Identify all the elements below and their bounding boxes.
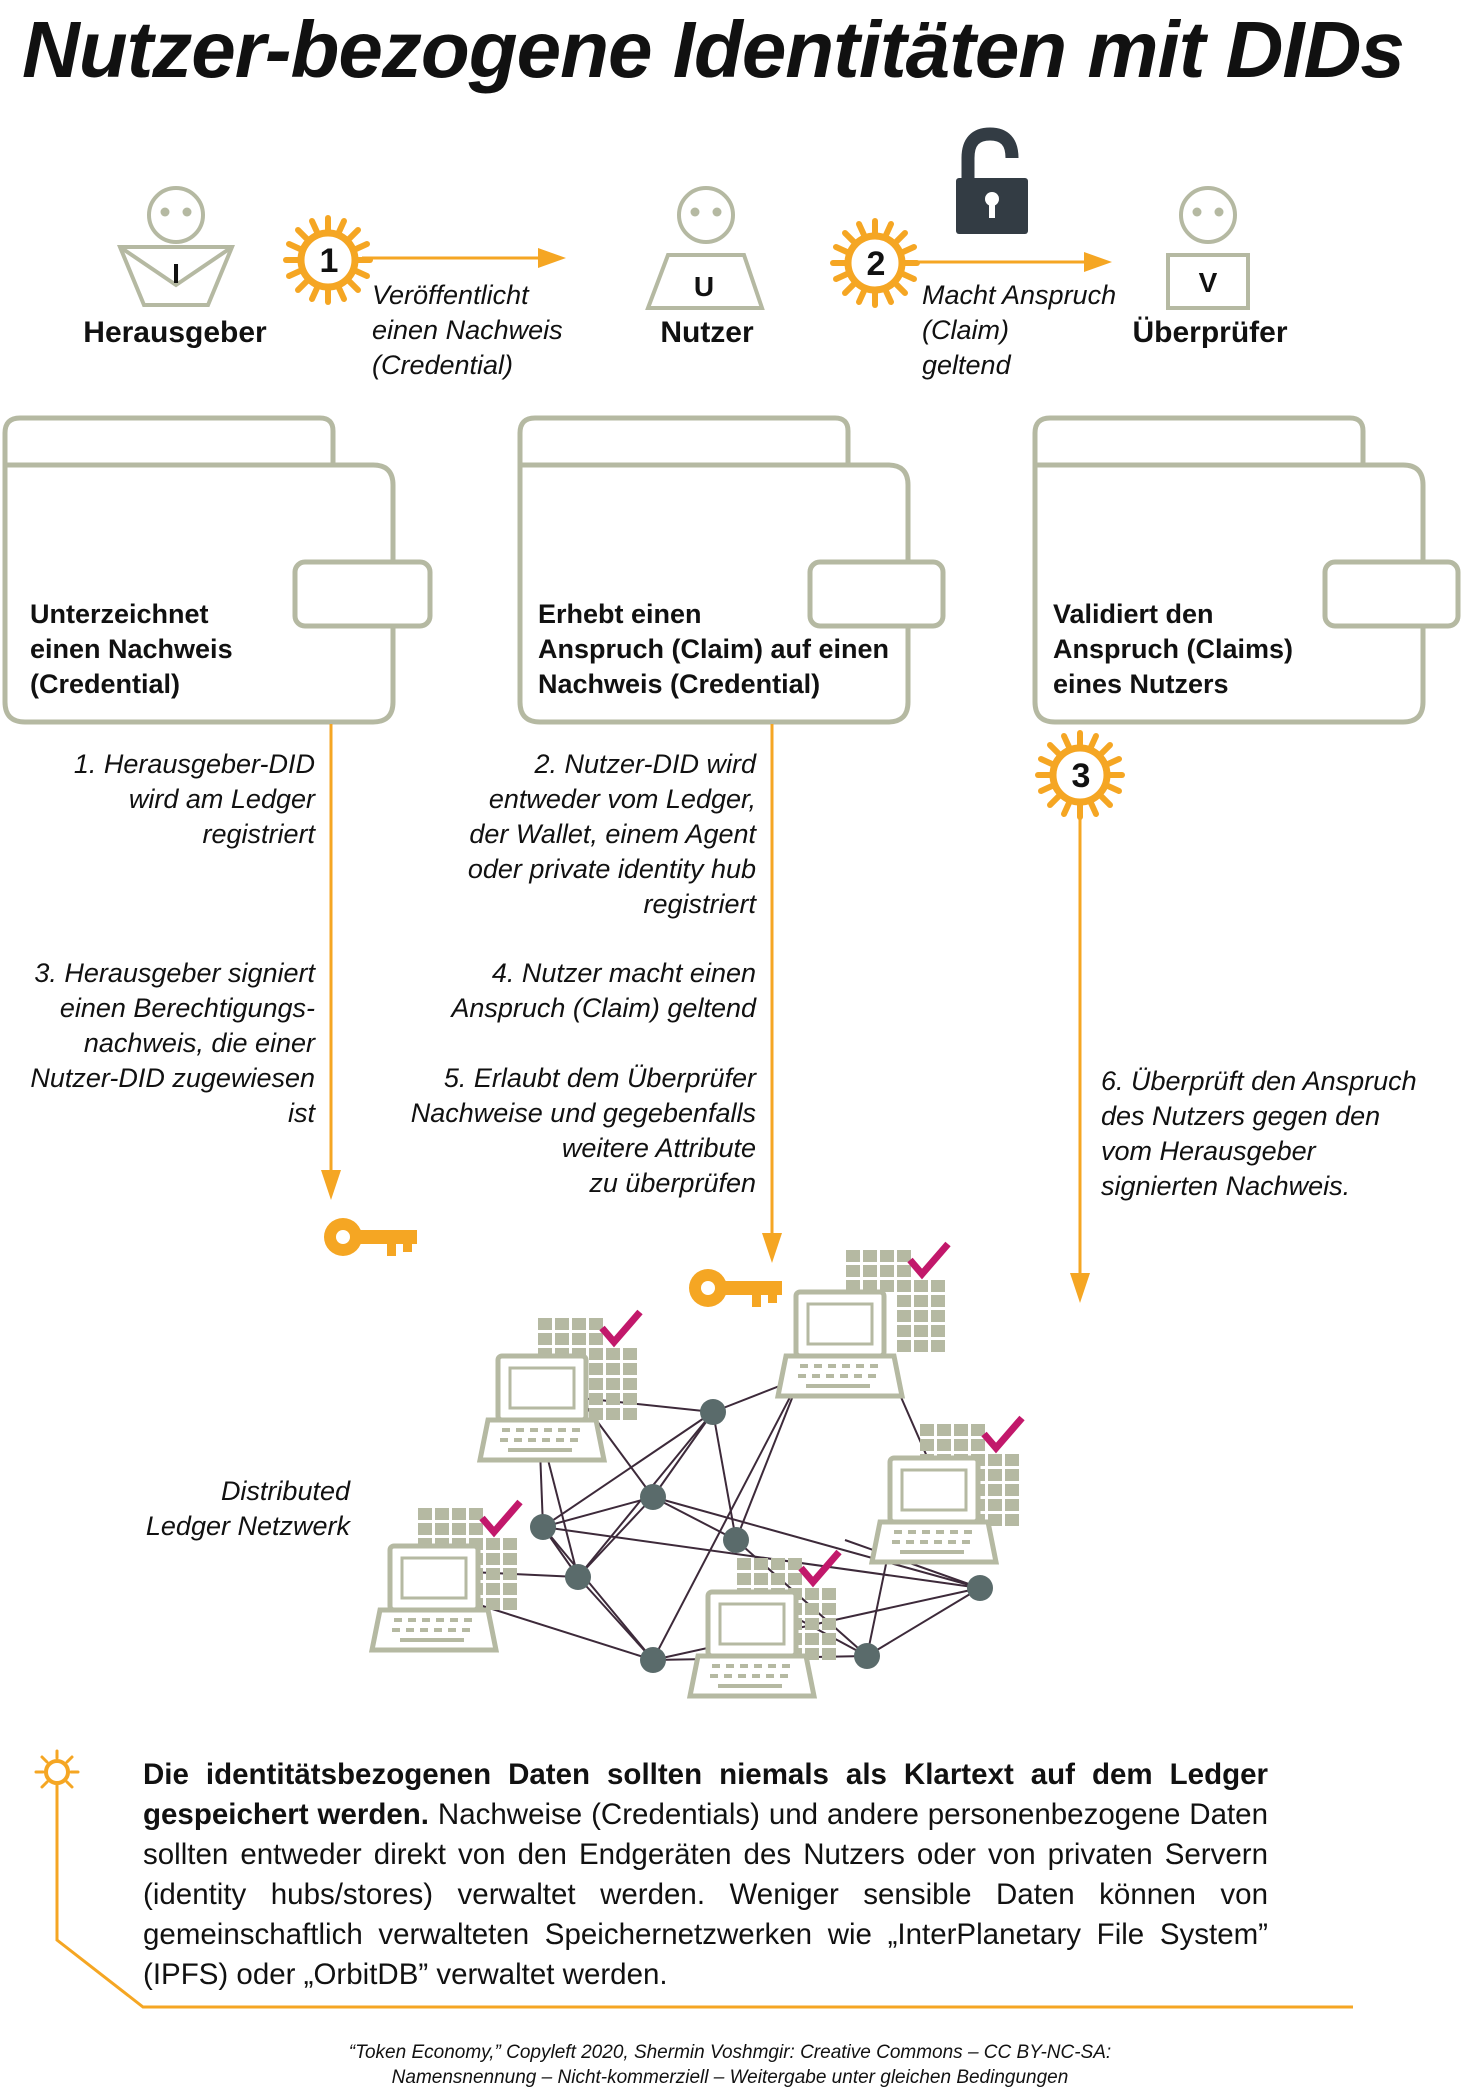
wallet-user-line: Erhebt einen	[538, 599, 702, 629]
step-5-text: 5. Erlaubt dem Überprüfer Nachweise und …	[400, 1061, 756, 1201]
step-1-text: 1. Herausgeber-DID wird am Ledger regist…	[20, 747, 315, 852]
arrow-issuer-to-user	[362, 248, 566, 268]
step-6-text: 6. Überprüft den Anspruch des Nutzers ge…	[1101, 1064, 1417, 1204]
wallet-issuer-line: einen Nachweis	[30, 634, 233, 664]
credit-footer: “Token Economy,” Copyleft 2020, Shermin …	[200, 2040, 1260, 2090]
step-4-text: 4. Nutzer macht einen Anspruch (Claim) g…	[420, 956, 756, 1026]
flow-2-line: geltend	[922, 350, 1011, 380]
privacy-note-text: Nachweise (Credentials) und andere perso…	[143, 1798, 1268, 1991]
wallet-issuer-line: (Credential)	[30, 669, 181, 699]
wallet-verifier-line: Validiert den	[1053, 599, 1214, 629]
page-title: Nutzer-bezogene Identitäten mit DIDs	[22, 5, 1405, 94]
step-line: registriert	[202, 819, 315, 849]
step-line: weitere Attribute	[561, 1133, 756, 1163]
arrow-user-to-verifier	[910, 252, 1112, 272]
ledger-computer-3	[872, 1418, 1022, 1562]
arrow-issuer-down	[321, 724, 341, 1200]
verifier-letter: V	[1199, 267, 1218, 298]
credit-line: “Token Economy,” Copyleft 2020, Shermin …	[348, 2042, 1112, 2063]
step-line: des Nutzers gegen den	[1101, 1101, 1381, 1131]
step-line: 3. Herausgeber signiert	[34, 958, 315, 988]
step-line: 5. Erlaubt dem Überprüfer	[443, 1063, 756, 1093]
step-2-text: 2. Nutzer-DID wird entweder vom Ledger, …	[430, 747, 756, 922]
network-label: Distributed Ledger Netzwerk	[110, 1474, 350, 1544]
step-line: Nachweise und gegebenfalls	[410, 1098, 756, 1128]
wallet-issuer-text: Unterzeichnet einen Nachweis (Credential…	[30, 597, 233, 702]
wallet-issuer-line: Unterzeichnet	[30, 599, 209, 629]
user-label: Nutzer	[660, 316, 754, 349]
credit-line: Namensnennung – Nicht-kommerziell – Weit…	[391, 2067, 1069, 2088]
step-number-1: 1	[320, 242, 339, 280]
wallet-user-text: Erhebt einen Anspruch (Claim) auf einen …	[538, 597, 889, 702]
wallet-verifier-line: Anspruch (Claims)	[1053, 634, 1294, 664]
issuer-key-icon	[324, 1218, 417, 1256]
step-3-text: 3. Herausgeber signiert einen Berechtigu…	[0, 956, 315, 1131]
step-number-2: 2	[867, 245, 886, 283]
step-line: entweder vom Ledger,	[488, 784, 756, 814]
privacy-note-bold: Die identitätsbezogenen Daten sollten ni…	[143, 1758, 1268, 1831]
wallet-user-line: Anspruch (Claim) auf einen	[538, 634, 890, 664]
flow-1-label: Veröffentlicht einen Nachweis (Credentia…	[372, 278, 563, 383]
wallet-verifier-line: eines Nutzers	[1053, 669, 1229, 699]
wallet-verifier-text: Validiert den Anspruch (Claims) eines Nu…	[1053, 597, 1293, 702]
flow-2-line: (Claim)	[922, 315, 1009, 345]
step-number-3: 3	[1072, 757, 1091, 795]
user-person-icon	[645, 186, 765, 310]
wallet-user-icon	[517, 415, 946, 725]
user-key-icon	[689, 1269, 782, 1307]
step-line: 4. Nutzer macht einen	[491, 958, 756, 988]
network-nodes	[530, 1399, 993, 1673]
step-line: der Wallet, einem Agent	[469, 819, 756, 849]
arrow-user-down	[762, 724, 782, 1263]
verifier-label: Überprüfer	[1132, 316, 1288, 349]
flow-2-label: Macht Anspruch (Claim) geltend	[922, 278, 1116, 383]
flow-1-line: einen Nachweis	[372, 315, 563, 345]
ledger-computer-1	[480, 1312, 640, 1460]
user-letter: U	[694, 271, 714, 302]
flow-1-line: (Credential)	[372, 350, 514, 380]
ledger-computer-5	[690, 1552, 839, 1696]
wallet-user-line: Nachweis (Credential)	[538, 669, 821, 699]
step-line: Anspruch (Claim) geltend	[451, 993, 756, 1023]
step-line: einen Berechtigungs-	[59, 993, 315, 1023]
flow-1-line: Veröffentlicht	[372, 280, 529, 310]
step-line: registriert	[643, 889, 756, 919]
step-line: 1. Herausgeber-DID	[73, 749, 315, 779]
wallet-verifier-icon	[1032, 415, 1461, 725]
step-line: wird am Ledger	[128, 784, 315, 814]
step-line: Nutzer-DID zugewiesen ist	[30, 1063, 315, 1128]
issuer-label: Herausgeber	[83, 316, 267, 349]
step-line: zu überprüfen	[589, 1168, 756, 1198]
note-connector-line	[55, 1784, 1353, 2009]
lock-icon	[956, 127, 1028, 234]
ledger-computer-4	[372, 1502, 520, 1650]
ledger-computer-2	[778, 1244, 948, 1396]
verifier-person-icon	[1166, 186, 1250, 310]
step-line: nachweis, die einer	[83, 1028, 315, 1058]
network-label-line: Distributed	[220, 1476, 350, 1506]
privacy-note: Die identitätsbezogenen Daten sollten ni…	[143, 1755, 1268, 1995]
step-line: 2. Nutzer-DID wird	[534, 749, 756, 779]
step-line: 6. Überprüft den Anspruch	[1101, 1066, 1417, 1096]
step-line: signierten Nachweis.	[1101, 1171, 1351, 1201]
flow-2-line: Macht Anspruch	[922, 280, 1117, 310]
note-sun-icon	[34, 1749, 80, 1795]
issuer-letter: I	[172, 258, 180, 289]
step-line: vom Herausgeber	[1101, 1136, 1316, 1166]
wallet-issuer-icon	[2, 415, 433, 725]
issuer-person-icon	[117, 186, 235, 307]
step-line: oder private identity hub	[467, 854, 756, 884]
arrow-verifier-down	[1070, 818, 1090, 1303]
network-label-line: Ledger Netzwerk	[145, 1511, 350, 1541]
